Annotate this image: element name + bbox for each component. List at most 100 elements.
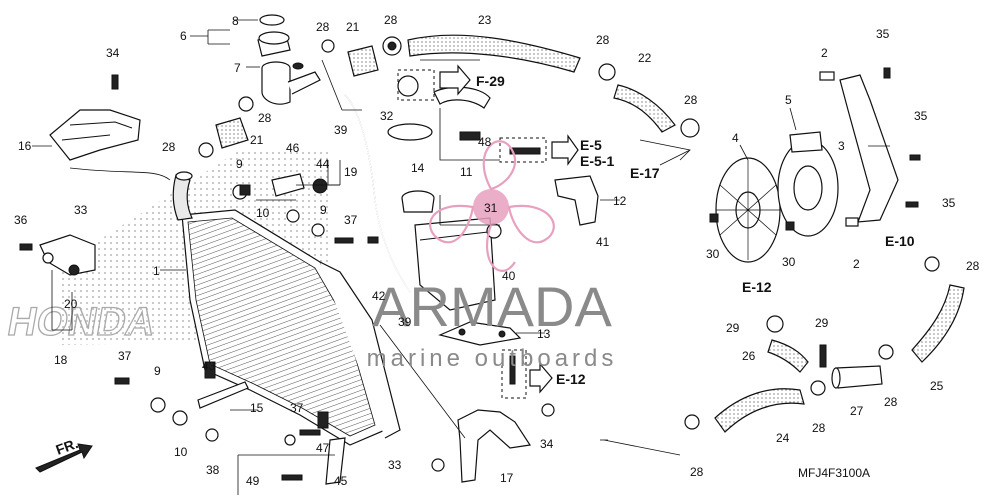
callout-9: 9 — [154, 364, 161, 378]
callout-18: 18 — [54, 353, 68, 367]
side-bracket — [39, 234, 96, 276]
callout-21: 21 — [346, 20, 360, 34]
hose-25 — [911, 284, 965, 363]
hose-24 — [714, 388, 805, 433]
fasteners — [19, 39, 940, 485]
bracket-17 — [457, 409, 532, 483]
diagram-code: MFJ4F3100A — [798, 466, 870, 480]
callout-4: 4 — [732, 131, 739, 145]
armada-watermark: ARMADA marine outboards — [367, 140, 618, 372]
callout-34: 34 — [106, 46, 120, 60]
callout-10: 10 — [174, 445, 188, 459]
callout-24: 24 — [776, 431, 790, 445]
callout-2: 2 — [821, 46, 828, 60]
callout-30: 30 — [706, 247, 720, 261]
callout-19: 19 — [344, 165, 358, 179]
front-marker: FR. — [54, 435, 81, 458]
callout-44: 44 — [316, 157, 330, 171]
callout-28: 28 — [690, 465, 704, 479]
callout-42: 42 — [372, 289, 386, 303]
fan-assembly — [715, 74, 899, 263]
callout-6: 6 — [180, 29, 187, 43]
hose-23 — [382, 34, 581, 73]
hose-26 — [767, 339, 809, 373]
hose-21-lower — [215, 117, 249, 149]
callout-28: 28 — [162, 140, 176, 154]
callout-21: 21 — [250, 133, 264, 147]
callout-1: 1 — [153, 264, 160, 278]
ref-e12-bottom: E-12 — [556, 371, 586, 387]
callout-30: 30 — [782, 255, 796, 269]
callout-32: 32 — [380, 109, 394, 123]
ref-e5: E-5 — [580, 137, 602, 153]
reserve-tank — [401, 190, 626, 314]
callout-22: 22 — [638, 51, 652, 65]
callout-25: 25 — [930, 379, 944, 393]
callout-14: 14 — [411, 161, 425, 175]
callout-33: 33 — [388, 458, 402, 472]
callout-28: 28 — [596, 33, 610, 47]
watermark-logo-dot — [473, 189, 509, 225]
callout-37: 37 — [290, 401, 304, 415]
bracket-12 — [554, 175, 599, 226]
callout-36: 36 — [14, 213, 28, 227]
callout-43: 43 — [202, 359, 216, 373]
callout-33: 33 — [74, 203, 88, 217]
callout-9: 9 — [320, 203, 327, 217]
ref-e5-1: E-5-1 — [580, 153, 614, 169]
callout-10: 10 — [256, 206, 270, 220]
reference-arrows — [35, 64, 691, 473]
watermark-tagline: marine outboards — [367, 345, 618, 372]
callout-31: 31 — [484, 201, 498, 215]
callout-46: 46 — [286, 141, 300, 155]
callout-5: 5 — [785, 93, 792, 107]
leader-lines — [32, 19, 890, 495]
radiator — [172, 171, 401, 446]
callout-20: 20 — [64, 297, 78, 311]
callout-35: 35 — [876, 27, 890, 41]
honda-watermark: HONDA — [4, 299, 158, 344]
ref-e12-right: E-12 — [742, 279, 772, 295]
callout-28: 28 — [384, 13, 398, 27]
callout-35: 35 — [942, 196, 956, 210]
radiator-inlet-pipe — [172, 174, 193, 221]
callout-48: 48 — [478, 135, 492, 149]
callout-28: 28 — [812, 421, 826, 435]
callout-11: 11 — [460, 165, 473, 179]
callout-35: 35 — [914, 109, 928, 123]
ref-f29: F-29 — [476, 73, 505, 89]
reference-labels: F-29 E-5 E-5-1 E-17 E-10 E-12 E-12 FR. M… — [54, 73, 915, 480]
callout-27: 27 — [850, 404, 864, 418]
callout-7: 7 — [234, 61, 241, 75]
callout-37: 37 — [344, 213, 358, 227]
callout-28: 28 — [884, 395, 898, 409]
callout-49: 49 — [246, 474, 260, 488]
callout-3: 3 — [838, 139, 845, 153]
callout-15: 15 — [250, 401, 264, 415]
callout-45: 45 — [334, 474, 348, 488]
callout-2: 2 — [853, 257, 860, 271]
callout-9: 9 — [236, 157, 243, 171]
hose-22 — [598, 63, 676, 133]
callout-16: 16 — [18, 139, 32, 153]
callout-28: 28 — [684, 93, 698, 107]
hose-21-top — [347, 45, 379, 77]
callout-28: 28 — [966, 259, 980, 273]
callout-29: 29 — [726, 321, 740, 335]
radiator-cap — [257, 14, 321, 105]
callout-12: 12 — [613, 194, 627, 208]
callout-26: 26 — [742, 349, 756, 363]
pipe-27 — [831, 365, 883, 389]
upper-bracket-16 — [49, 109, 141, 161]
callout-17: 17 — [500, 471, 514, 485]
callout-37: 37 — [118, 349, 132, 363]
callout-23: 23 — [478, 13, 492, 27]
bracket-13 — [438, 321, 522, 346]
callout-39: 39 — [398, 315, 412, 329]
callout-39: 39 — [334, 123, 348, 137]
watermark-name: ARMADA — [372, 275, 612, 338]
ref-e10: E-10 — [885, 233, 915, 249]
breather-tube — [344, 94, 433, 293]
